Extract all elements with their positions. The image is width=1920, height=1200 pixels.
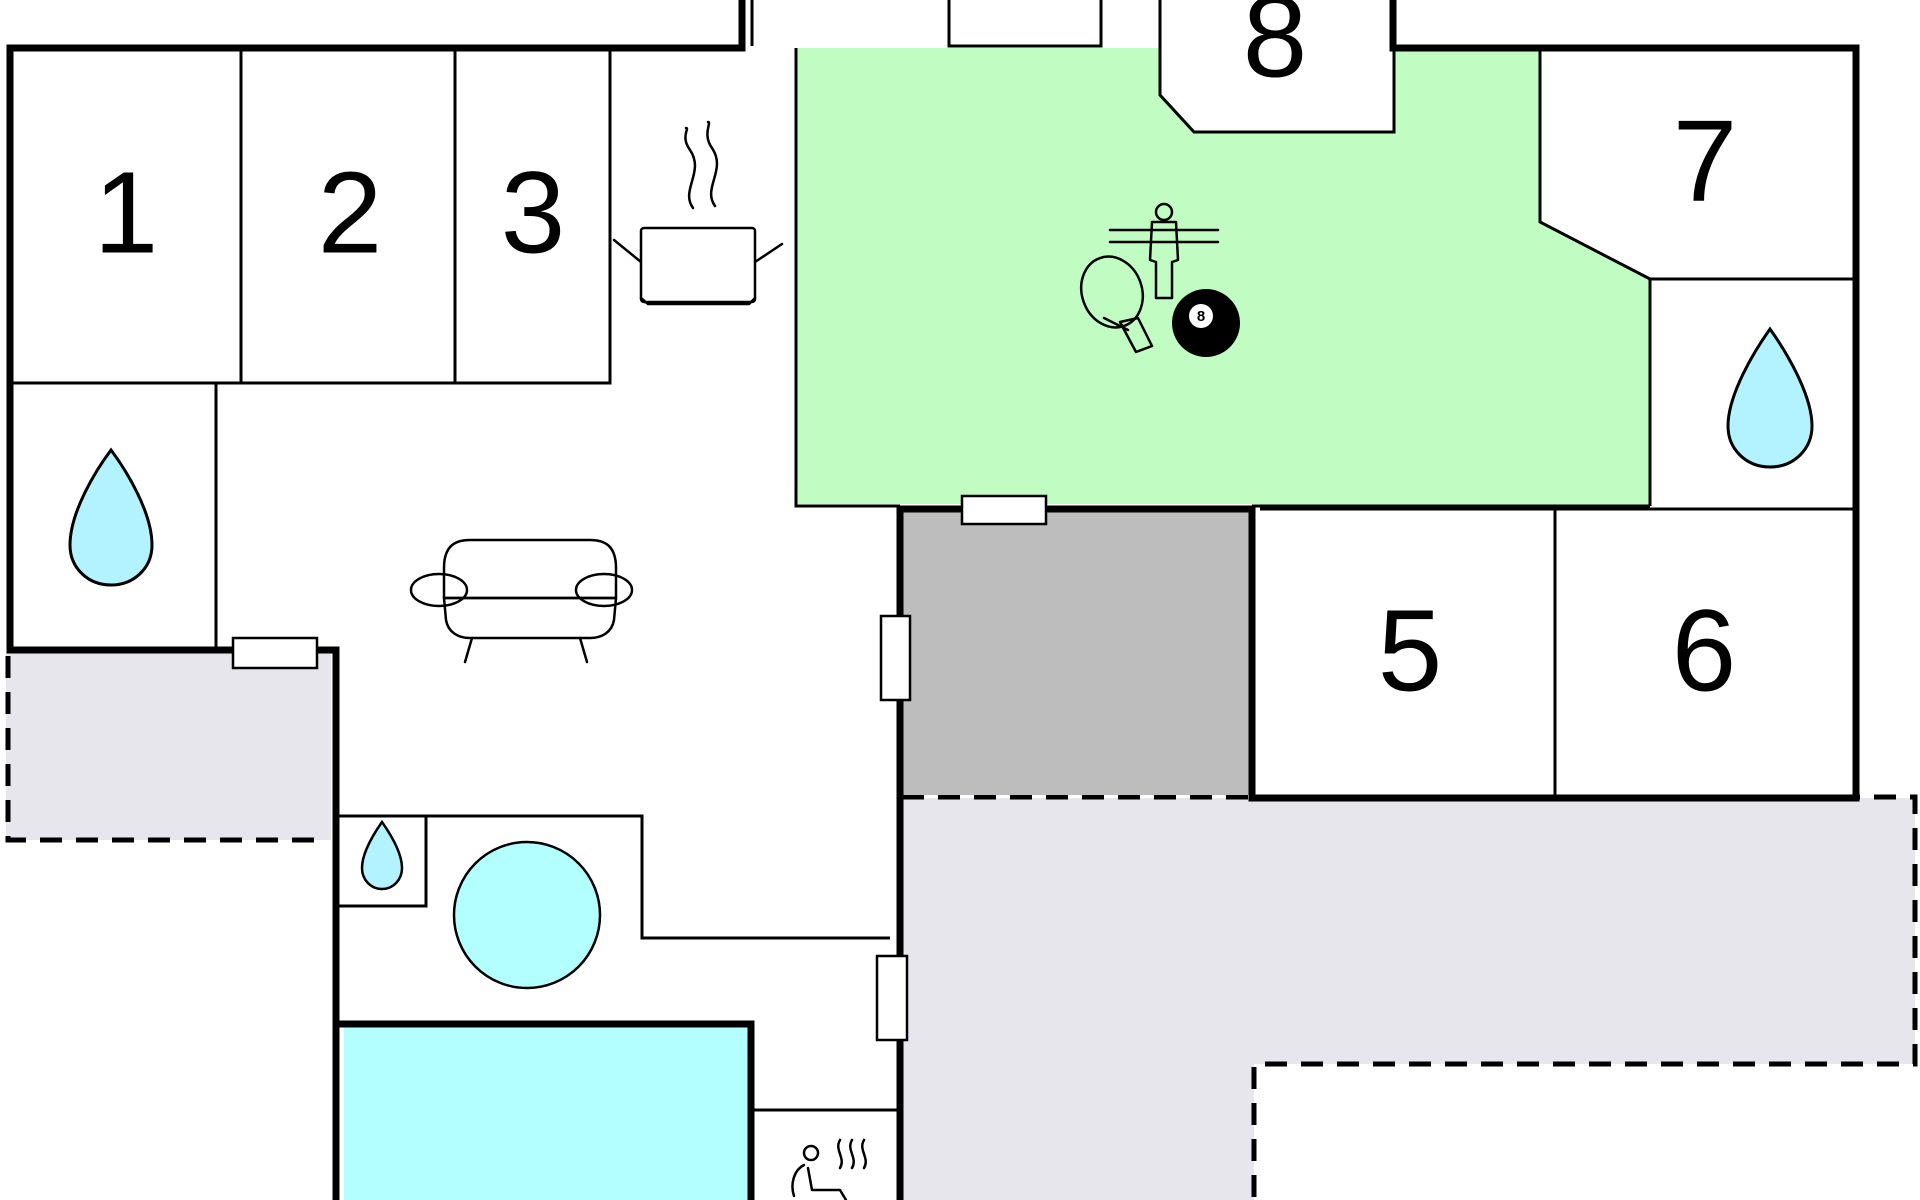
table-football-icon <box>1108 202 1220 300</box>
table-tennis-icon <box>1079 255 1154 354</box>
swimming-pool <box>344 1026 751 1200</box>
bedroom-7-label: 7 <box>1673 96 1738 226</box>
bedroom-6-label: 6 <box>1672 586 1737 716</box>
droplet-icon <box>360 819 404 891</box>
bedroom-labels: 1 2 3 5 6 7 8 <box>94 0 1738 716</box>
doors <box>231 494 1048 1042</box>
billiard-ball-number: 8 <box>1197 308 1205 325</box>
terrace-west-edge <box>5 656 326 843</box>
bedroom-1-label: 1 <box>94 148 159 278</box>
game-room <box>796 48 1650 506</box>
droplet-icon <box>1726 326 1814 469</box>
terraces <box>5 652 1918 1200</box>
billiard-ball-icon: 8 <box>1172 289 1240 357</box>
terrace-east-edge <box>902 794 1918 1200</box>
bedroom-5-label: 5 <box>1378 586 1443 716</box>
door-west-terrace <box>231 636 319 670</box>
sofa-icon <box>409 538 634 664</box>
cooking-pot-icon <box>612 120 784 306</box>
droplet-icon <box>68 447 154 587</box>
bathrooms <box>68 326 1814 891</box>
utility-room <box>900 509 1252 795</box>
hot-tub <box>452 840 602 990</box>
door-game-room <box>960 494 1048 526</box>
bedroom-2-label: 2 <box>318 148 383 278</box>
bedroom-8-label: 8 <box>1243 0 1308 102</box>
door-east-terrace <box>875 954 909 1042</box>
sauna-icon <box>791 1138 867 1200</box>
bedroom-3-label: 3 <box>501 148 566 278</box>
terrace-east <box>902 798 1915 1200</box>
door-utility <box>879 614 912 702</box>
partitions <box>10 0 1856 1112</box>
terrace-west <box>6 652 331 840</box>
